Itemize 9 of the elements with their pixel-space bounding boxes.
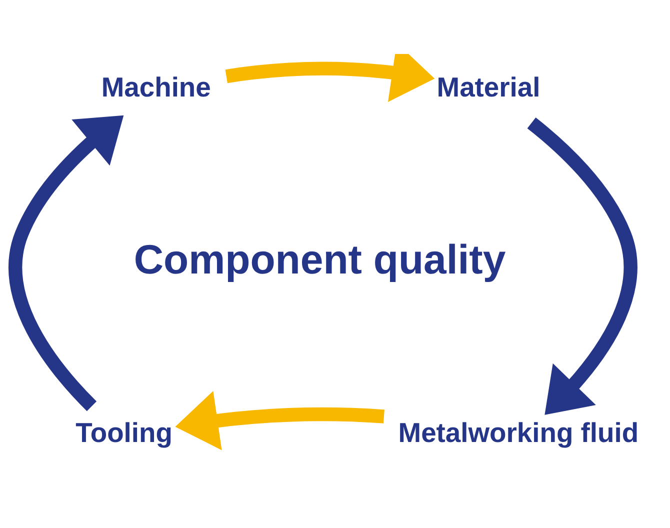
arrow xyxy=(175,390,384,450)
arrow xyxy=(8,114,124,411)
node-text: Machine xyxy=(101,70,211,102)
node-text: Material xyxy=(436,70,540,102)
arrow xyxy=(527,117,638,414)
arrow xyxy=(225,54,435,102)
node-text: Tooling xyxy=(76,416,172,448)
node-text: Metalworking fluid xyxy=(398,416,639,448)
node-text: Component quality xyxy=(134,236,506,282)
